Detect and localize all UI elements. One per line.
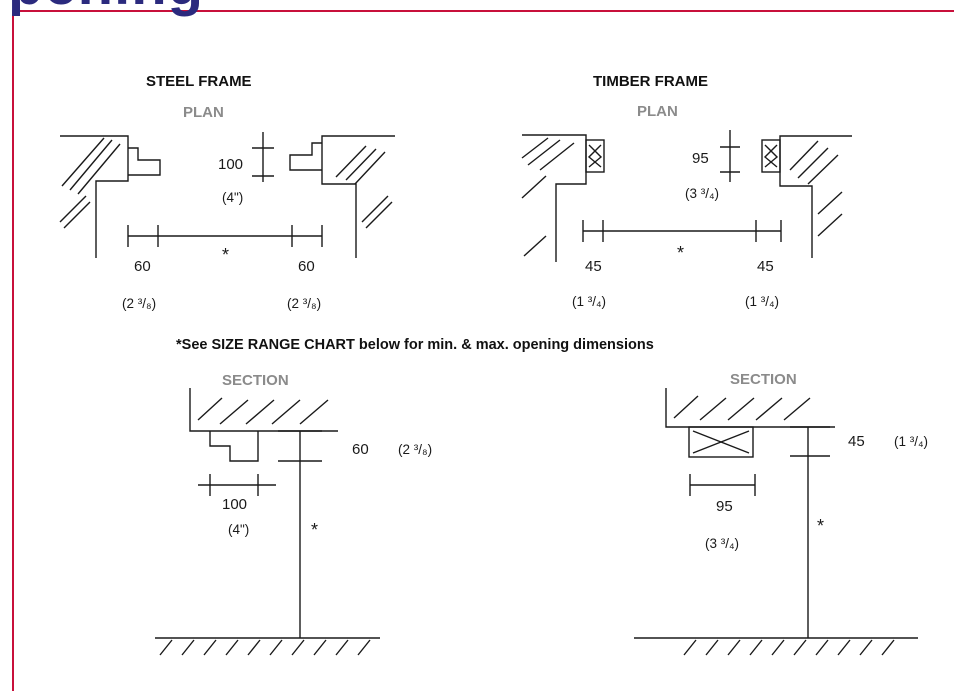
- steel-plan-depth-in: (4"): [222, 190, 244, 205]
- steel-plan-right-jamb: [289, 135, 395, 258]
- timber-plan-left-jamb: [521, 134, 605, 262]
- timber-plan-width-left-in: (1 ³/₄): [572, 294, 607, 309]
- steel-plan-left-jamb: [59, 135, 161, 258]
- timber-section-depth-in: (3 ³/₄): [705, 536, 740, 551]
- steel-section-depth-in: (4"): [228, 522, 250, 537]
- timber-plan-label: PLAN: [637, 103, 678, 120]
- timber-section-depth-mm: 95: [716, 498, 733, 515]
- steel-section-height-dimension: [278, 430, 322, 462]
- steel-plan-width-right-in: (2 ³/₈): [287, 296, 322, 311]
- timber-plan-depth-mm: 95: [692, 150, 709, 167]
- timber-plan-depth-in: (3 ³/₄): [685, 186, 720, 201]
- steel-plan-label: PLAN: [183, 104, 224, 121]
- timber-plan-width-right-mm: 45: [757, 258, 774, 275]
- timber-section-head: [665, 388, 835, 458]
- timber-plan-star: *: [677, 243, 685, 263]
- timber-plan-right-jamb: [761, 135, 852, 258]
- timber-section-height-dimension: [790, 426, 830, 457]
- size-range-note: *See SIZE RANGE CHART below for min. & m…: [176, 337, 654, 353]
- timber-section-height-in: (1 ³/₄): [894, 434, 929, 449]
- steel-plan-star: *: [222, 245, 230, 265]
- steel-section-depth-dimension: [198, 474, 276, 496]
- page-heading-partial: pening: [8, 0, 204, 14]
- steel-plan-width-left-in: (2 ³/₈): [122, 296, 157, 311]
- timber-section-depth-dimension: [689, 474, 756, 496]
- timber-frame-title: TIMBER FRAME: [593, 73, 708, 90]
- steel-section-label: SECTION: [222, 372, 289, 389]
- steel-section-height-in: (2 ³/₈): [398, 442, 433, 457]
- timber-section-height-mm: 45: [848, 433, 865, 450]
- steel-frame-title: STEEL FRAME: [146, 73, 252, 90]
- page-frame: [12, 10, 954, 691]
- steel-plan-width-left-mm: 60: [134, 258, 151, 275]
- timber-plan-width-right-in: (1 ³/₄): [745, 294, 780, 309]
- steel-section-height-mm: 60: [352, 441, 369, 458]
- steel-plan-width-dimension: [127, 225, 323, 247]
- timber-section-label: SECTION: [730, 371, 797, 388]
- timber-plan-width-dimension: [582, 220, 782, 242]
- steel-plan-depth-dimension: [252, 132, 274, 182]
- timber-plan-width-left-mm: 45: [585, 258, 602, 275]
- steel-section-head: [189, 388, 338, 462]
- timber-section-star: *: [817, 516, 825, 536]
- steel-plan-width-right-mm: 60: [298, 258, 315, 275]
- steel-section-depth-mm: 100: [222, 496, 248, 513]
- steel-section-floor: [155, 637, 380, 656]
- timber-plan-depth-dimension: [720, 130, 740, 182]
- steel-section-star: *: [311, 520, 319, 540]
- steel-plan-depth-mm: 100: [218, 156, 244, 173]
- timber-section-floor: [634, 637, 918, 656]
